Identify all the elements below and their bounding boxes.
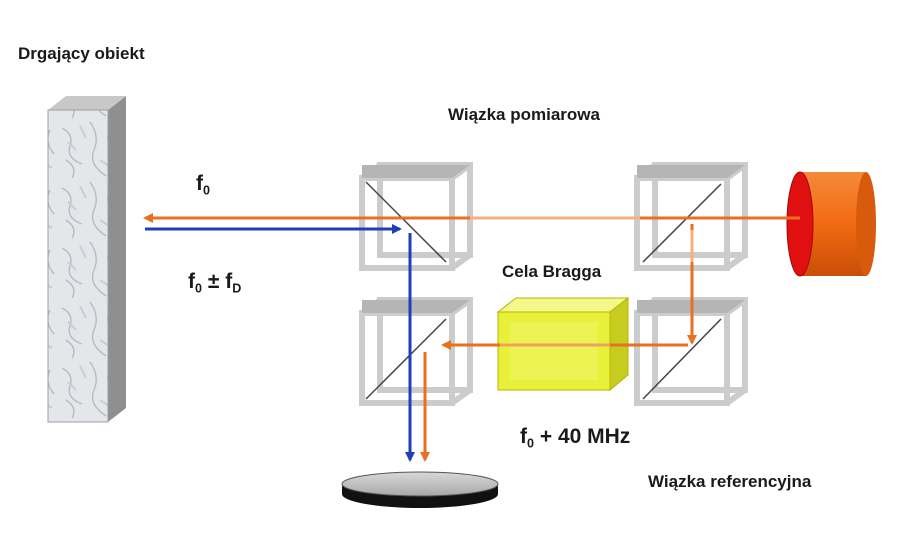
beam-splitter-2 [634, 162, 748, 271]
mirror-4 [634, 297, 748, 406]
shifted-frequency-label: f0 + 40 MHz [520, 425, 630, 450]
bragg-cell-label: Cela Bragga [502, 262, 602, 281]
doppler-frequency-label: f0 ± fD [188, 270, 241, 295]
freq-sub: 0 [195, 281, 203, 296]
freq-f: f [520, 425, 527, 448]
photodetector [341, 471, 499, 508]
doppler-sub: D [232, 281, 242, 296]
object-label: Drgający obiekt [18, 44, 145, 63]
freq-sub: 0 [527, 436, 535, 451]
laser [786, 171, 876, 277]
laser-beam-paths [143, 213, 800, 462]
shift-rest: + 40 MHz [534, 425, 631, 448]
freq-f: f [188, 270, 195, 293]
beam-splitter-3 [359, 297, 473, 406]
freq-f: f [196, 172, 203, 195]
vibrating-object [47, 96, 126, 423]
measurement-beam-label: Wiązka pomiarowa [448, 105, 600, 124]
beam-splitter-1 [359, 162, 473, 271]
doppler-pm: ± f [202, 270, 233, 293]
freq-sub: 0 [203, 183, 211, 198]
reference-beam-label: Wiązka referencyjna [648, 472, 812, 491]
frequency-f0-label: f0 [196, 172, 210, 197]
bragg-cell [496, 296, 630, 392]
